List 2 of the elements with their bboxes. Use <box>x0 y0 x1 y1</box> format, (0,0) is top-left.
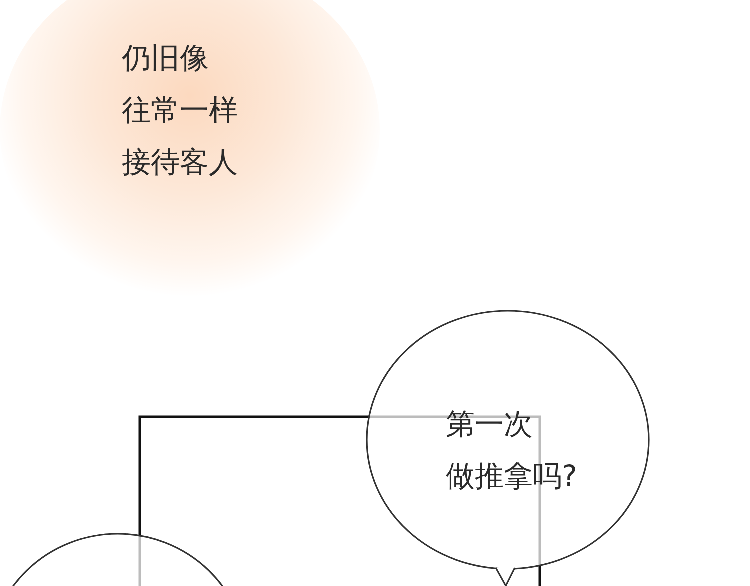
dialogue-text: 第一次做推拿吗? <box>446 406 578 495</box>
narration-text: 仍旧像往常一样接待客人 <box>122 40 238 181</box>
